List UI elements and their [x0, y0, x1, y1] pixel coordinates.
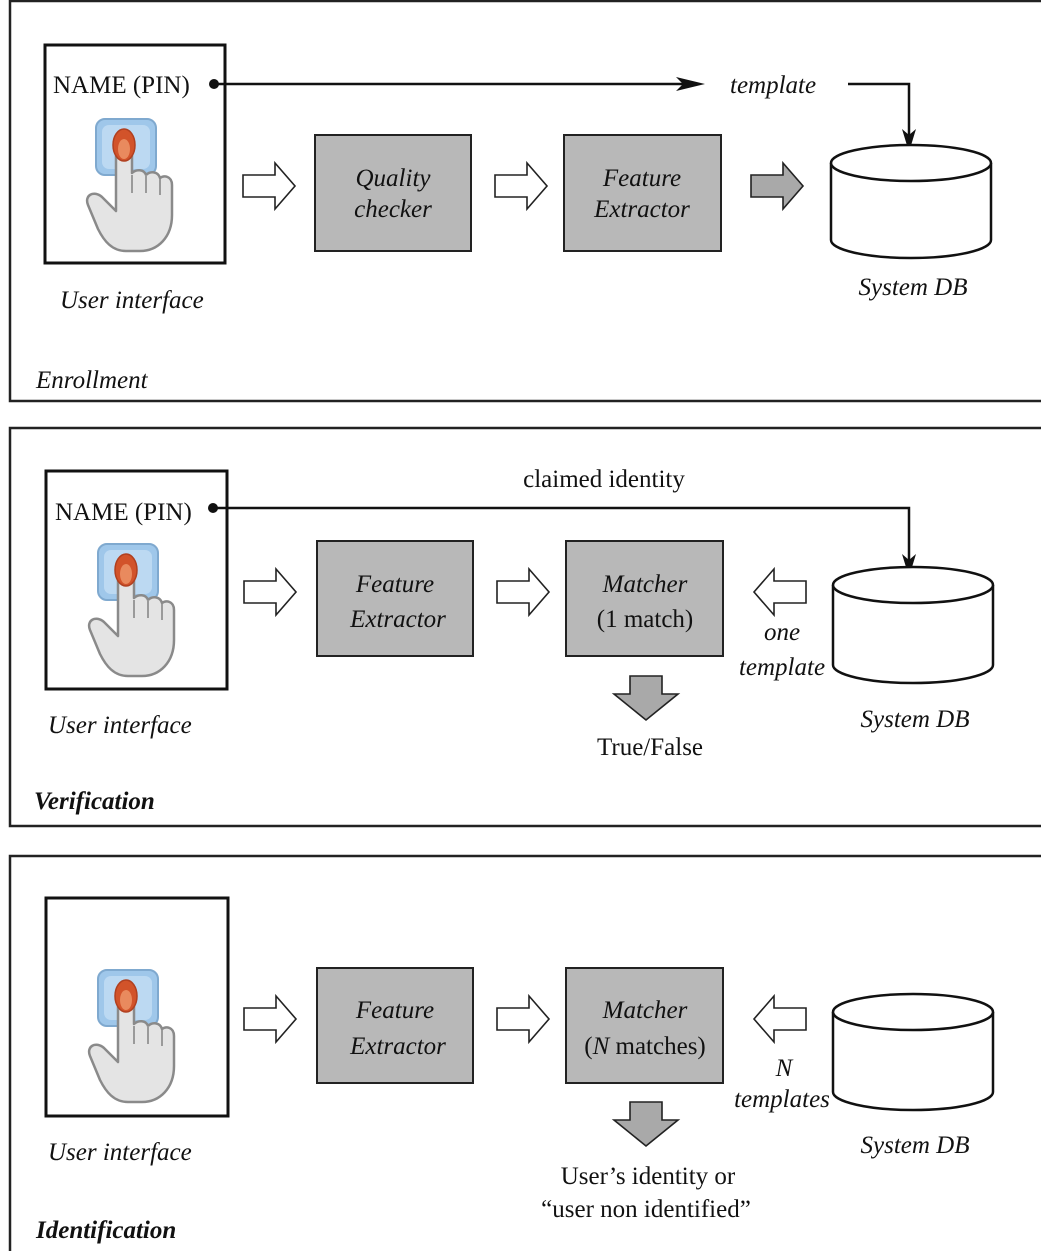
- quality-checker-line2: checker: [354, 196, 432, 223]
- flow-arrow-icon: [494, 160, 549, 212]
- system-db-label: System DB: [861, 1132, 970, 1159]
- name-pin-label: NAME (PIN): [53, 72, 190, 99]
- panel-title-verification: Verification: [34, 788, 155, 815]
- feature-extractor-line1: Feature: [355, 997, 434, 1024]
- flow-arrow-icon: [243, 566, 298, 618]
- feature-extractor-line1: Feature: [602, 165, 681, 192]
- filled-flow-arrow-icon: [750, 160, 805, 212]
- identity-output-line1: User’s identity or: [561, 1163, 736, 1190]
- verification-panel: NAME (PIN) User interface claimed identi…: [8, 426, 1041, 828]
- matcher-box: [565, 967, 724, 1084]
- flow-arrow-icon: [242, 160, 297, 212]
- arrowhead-icon: [902, 554, 916, 577]
- system-db-label: System DB: [859, 274, 968, 301]
- matcher-line1: Matcher: [602, 997, 688, 1024]
- panel-title-enrollment: Enrollment: [35, 367, 149, 394]
- template-label: template: [730, 72, 816, 99]
- matcher-line1: Matcher: [602, 571, 688, 598]
- feature-extractor-line2: Extractor: [349, 1033, 446, 1060]
- identity-output-line2: “user non identified”: [541, 1196, 751, 1223]
- true-false-label: True/False: [597, 734, 703, 761]
- user-interface-caption: User interface: [60, 287, 204, 314]
- flow-arrow-icon: [496, 993, 551, 1045]
- quality-checker-box: [314, 134, 472, 252]
- matcher-box: [565, 540, 724, 657]
- claimed-identity-label: claimed identity: [523, 466, 685, 493]
- matcher-line2: (1 match): [597, 606, 693, 633]
- output-arrow-icon: [611, 1101, 681, 1148]
- arrowhead-icon: [902, 129, 916, 152]
- output-arrow-icon: [611, 675, 681, 722]
- db-to-matcher-arrow-icon: [752, 993, 807, 1045]
- system-db-label: System DB: [861, 706, 970, 733]
- feature-extractor-box: [563, 134, 722, 252]
- name-pin-label: NAME (PIN): [55, 499, 192, 526]
- quality-checker-line1: Quality: [356, 165, 432, 192]
- identification-panel: User interface Feature Extractor Matcher…: [8, 854, 1041, 1251]
- feature-extractor-box: [316, 540, 474, 657]
- n-templates-line1: N: [775, 1055, 794, 1082]
- flow-arrow-icon: [496, 566, 551, 618]
- n-templates-line2: templates: [734, 1086, 830, 1113]
- one-template-line1: one: [764, 619, 800, 646]
- claimed-identity-line: [213, 506, 911, 565]
- system-db-cylinder: [831, 565, 995, 685]
- feature-extractor-box: [316, 967, 474, 1084]
- user-interface-caption: User interface: [48, 1139, 192, 1166]
- one-template-line2: template: [739, 654, 825, 681]
- panel-title-identification: Identification: [35, 1217, 176, 1244]
- template-to-db-line: [848, 82, 911, 140]
- flow-arrow-icon: [243, 993, 298, 1045]
- matcher-line2: (N matches): [584, 1033, 706, 1060]
- feature-extractor-line2: Extractor: [593, 196, 690, 223]
- system-db-cylinder: [829, 143, 993, 260]
- arrowhead-icon: [676, 77, 705, 91]
- feature-extractor-line2: Extractor: [349, 606, 446, 633]
- system-db-cylinder: [831, 992, 995, 1112]
- db-to-matcher-arrow-icon: [752, 566, 807, 618]
- enrollment-panel: NAME (PIN) User interface template Quali…: [8, 0, 1041, 403]
- user-interface-caption: User interface: [48, 712, 192, 739]
- feature-extractor-line1: Feature: [355, 571, 434, 598]
